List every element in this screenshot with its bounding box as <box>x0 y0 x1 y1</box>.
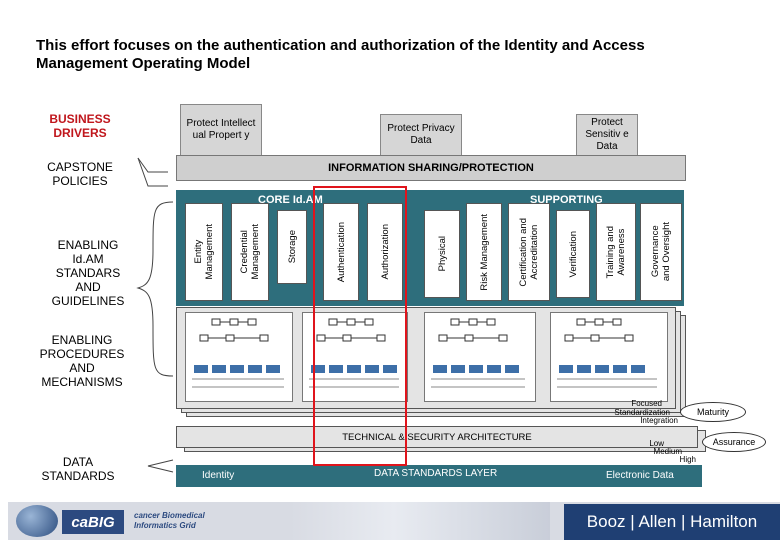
data-layer-title: DATA STANDARDS LAYER <box>374 468 497 479</box>
data-layer-electronic: Electronic Data <box>606 470 674 481</box>
cabig-subtitle-1: cancer Biomedical <box>134 511 205 520</box>
column-credential-management: Credential Management <box>231 203 269 301</box>
highlight-frame <box>313 186 407 466</box>
flow-diagram-icon <box>551 313 667 401</box>
driver-protect-sensitive: Protect Sensitiv e Data <box>576 114 638 156</box>
decorative-image <box>290 502 550 540</box>
capstone-policies-label: CAPSTONE POLICIES <box>40 160 120 188</box>
enabling-standards-label: ENABLING Id.AM STANDARS AND GUIDELINES <box>46 238 130 308</box>
column-certification: Certification and Accreditation <box>508 203 550 301</box>
bracket-lines <box>128 150 178 490</box>
maturity-oval: Maturity <box>680 402 746 422</box>
globe-icon <box>16 505 58 537</box>
driver-protect-privacy: Protect Privacy Data <box>380 114 462 156</box>
column-risk-management: Risk Management <box>466 203 502 301</box>
procedure-flow-card <box>424 312 536 402</box>
procedure-flow-card <box>185 312 293 402</box>
column-verification: Verification <box>556 210 590 298</box>
column-storage: Storage <box>277 210 307 284</box>
column-entity-management: Entity Management <box>185 203 223 301</box>
cabig-logo: caBIG <box>62 510 124 534</box>
column-physical: Physical <box>424 210 460 298</box>
data-layer-identity: Identity <box>202 470 234 481</box>
flow-diagram-icon <box>186 313 292 401</box>
data-standards-label: DATA STANDARDS <box>36 455 120 483</box>
column-training: Training and Awareness <box>596 203 636 301</box>
procedure-flow-card <box>550 312 668 402</box>
column-governance: Governance and Oversight <box>640 203 682 301</box>
cabig-subtitle-2: Informatics Grid <box>134 521 196 530</box>
maturity-level-focused: Focused <box>592 399 662 408</box>
page-title: This effort focuses on the authenticatio… <box>36 37 736 73</box>
flow-diagram-icon <box>425 313 535 401</box>
information-sharing-bar: INFORMATION SHARING/PROTECTION <box>176 155 686 181</box>
booz-allen-logo: Booz | Allen | Hamilton <box>564 504 780 540</box>
enabling-procedures-label: ENABLING PROCEDURES AND MECHANISMS <box>34 333 130 389</box>
assurance-oval: Assurance <box>702 432 766 452</box>
assurance-level-high: High <box>616 455 696 464</box>
driver-protect-ip: Protect Intellect ual Propert y <box>180 104 262 156</box>
business-drivers-label: BUSINESS DRIVERS <box>40 112 120 140</box>
maturity-level-integration: Integration <box>592 416 678 425</box>
